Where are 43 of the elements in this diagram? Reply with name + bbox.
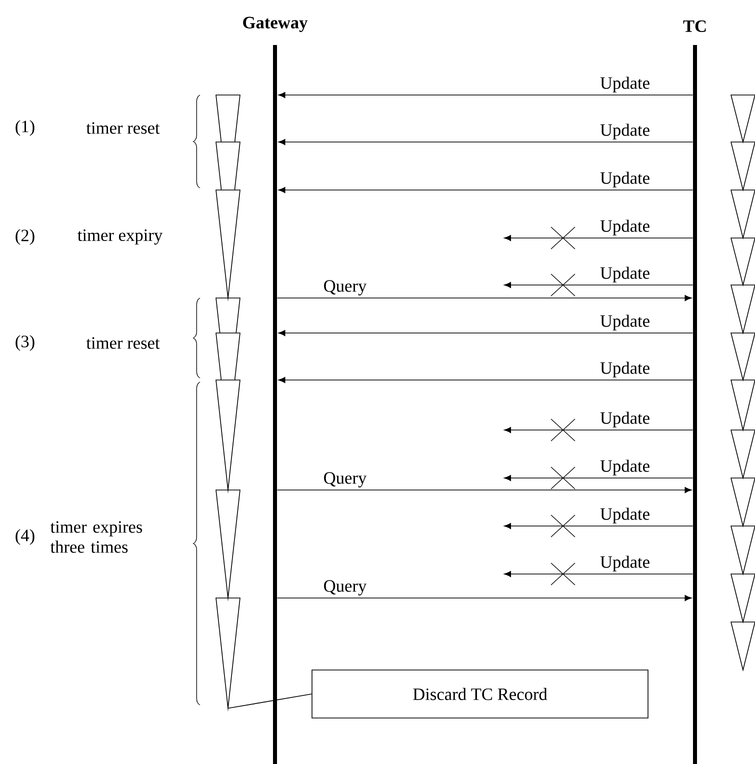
edge-label: Update: [600, 412, 650, 428]
lifeline: TC: [683, 20, 706, 764]
annotation: timer expires three times: [50, 521, 142, 553]
edge-label: Update: [600, 556, 650, 572]
node-label: Gateway: [243, 16, 308, 32]
annotation: (3): [16, 335, 34, 351]
edge-label: Update: [600, 362, 650, 378]
edge-label: Update: [600, 220, 650, 236]
lost-message-arrow: [504, 523, 694, 529]
edge-label: Update: [600, 266, 650, 282]
edge-label: Update: [600, 460, 650, 476]
lost-message-arrow: [504, 475, 694, 481]
message-arrow: [276, 295, 692, 301]
message-arrow: [278, 330, 694, 336]
timer-drawing: [216, 94, 240, 708]
message-arrow: [278, 139, 694, 145]
edge-label: Update: [600, 314, 650, 330]
message-arrow: [278, 187, 694, 193]
annotation: timer reset: [86, 337, 160, 349]
edge-label: Query: [324, 472, 367, 488]
message-arrow: [278, 92, 694, 98]
callout-box: Discard TC Record: [312, 670, 648, 718]
message-arrow: [276, 595, 692, 601]
edge-label: Update: [600, 508, 650, 524]
annotation: timer reset: [86, 122, 160, 134]
lost-message-arrow: [504, 235, 694, 241]
lost-message-arrow: [504, 282, 694, 288]
message-arrow: [276, 487, 692, 493]
edge-label: Update: [600, 124, 650, 140]
lost-message-arrow: [504, 571, 694, 577]
annotation: (4): [16, 529, 34, 545]
annotation: (2): [16, 229, 34, 245]
edge-label: Update: [600, 172, 650, 188]
annotation: (1): [16, 120, 34, 136]
node-label: TC: [683, 20, 706, 32]
message-arrow: [278, 377, 694, 383]
lost-message-arrow: [504, 427, 694, 433]
edge-label: Query: [324, 280, 367, 296]
edge-label: Update: [600, 76, 650, 92]
annotation: timer expiry: [78, 229, 163, 245]
lifeline: Gateway: [243, 16, 308, 764]
leader-line: [228, 694, 312, 709]
edge-label: Query: [324, 580, 367, 596]
